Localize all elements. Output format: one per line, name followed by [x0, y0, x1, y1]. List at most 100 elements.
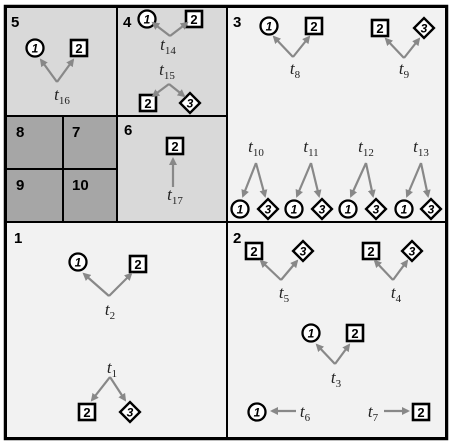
transition-label-t10: t10 — [248, 137, 264, 159]
node-2-r1: 2 — [128, 254, 148, 274]
outer-frame — [3, 4, 449, 441]
svg-text:2: 2 — [144, 96, 151, 111]
arrow-t12-a — [349, 162, 368, 198]
transition-label-t8: t8 — [290, 59, 301, 81]
region-9 — [5, 168, 64, 223]
region-7 — [62, 115, 118, 170]
arrow-t14-b — [169, 21, 189, 37]
svg-text:2: 2 — [250, 244, 257, 259]
svg-text:1: 1 — [345, 203, 352, 217]
svg-text:1: 1 — [254, 406, 261, 420]
arrow-t12-b — [364, 162, 376, 198]
arrow-t13-a — [405, 162, 423, 198]
svg-text:3: 3 — [373, 203, 380, 217]
region-label-10: 10 — [72, 177, 89, 194]
svg-text:3: 3 — [428, 203, 435, 217]
node-2-r2-mid: 2 — [345, 323, 365, 343]
arrow-t8-b — [292, 35, 311, 58]
arrow-t8-a — [272, 35, 294, 58]
arrow-t13-b — [419, 162, 431, 198]
arrow-t9-a — [384, 37, 405, 59]
region-label-7: 7 — [72, 124, 80, 141]
arrow-t4-b — [392, 259, 409, 281]
node-3-r1-bottom: 3 — [118, 400, 142, 424]
arrows-layer — [39, 21, 431, 415]
transition-label-t5: t5 — [279, 283, 290, 305]
arrow-t15-a — [151, 83, 170, 98]
svg-text:1: 1 — [291, 203, 298, 217]
node-2-r5: 2 — [69, 38, 89, 58]
node-2-r6: 2 — [165, 136, 185, 156]
transition-label-t2: t2 — [105, 300, 115, 322]
svg-text:2: 2 — [171, 139, 178, 154]
arrow-t10-a — [241, 162, 258, 198]
svg-text:1: 1 — [32, 42, 39, 56]
node-1-r2-mid: 1 — [301, 323, 321, 343]
transition-label-t13: t13 — [413, 137, 429, 159]
arrow-t3-a — [315, 343, 336, 365]
transition-label-t16: t16 — [54, 85, 70, 107]
transition-label-t1: t1 — [107, 358, 117, 380]
svg-text:1: 1 — [75, 256, 82, 270]
transition-label-t3: t3 — [331, 368, 342, 390]
transition-label-t17: t17 — [167, 185, 183, 207]
node-1-r3-pair3: 1 — [338, 199, 358, 219]
arrow-t14-a — [151, 21, 171, 37]
region-1 — [5, 221, 228, 439]
arrow-t2-b — [108, 272, 133, 297]
region-label-9: 9 — [16, 177, 24, 194]
svg-text:2: 2 — [376, 21, 383, 36]
arrow-t1-a — [90, 376, 111, 402]
node-2-r4-bottom: 2 — [138, 93, 158, 113]
region-label-5: 5 — [11, 14, 19, 31]
arrow-t11-b — [309, 162, 322, 198]
node-3-r4-bottom: 3 — [178, 91, 202, 115]
node-2-r1-bottom: 2 — [77, 402, 97, 422]
svg-text:3: 3 — [319, 203, 326, 217]
transition-label-t6: t6 — [300, 402, 311, 424]
region-label-8: 8 — [16, 124, 24, 141]
node-2-r3-right: 2 — [370, 18, 390, 38]
svg-text:2: 2 — [367, 244, 374, 259]
svg-text:3: 3 — [265, 203, 272, 217]
region-label-1: 1 — [14, 230, 22, 247]
arrow-t16-b — [56, 58, 75, 83]
svg-text:2: 2 — [310, 19, 317, 34]
arrow-t5-a — [259, 259, 282, 281]
transition-label-t15: t15 — [159, 60, 175, 82]
node-1-r3-pair4: 1 — [394, 199, 414, 219]
svg-text:2: 2 — [351, 326, 358, 341]
region-5 — [5, 6, 118, 117]
region-3 — [226, 6, 447, 223]
svg-text:2: 2 — [417, 405, 424, 420]
svg-text:1: 1 — [237, 203, 244, 217]
node-1-r3: 1 — [259, 16, 279, 36]
node-1-r3-pair2: 1 — [284, 199, 304, 219]
node-1-r5: 1 — [25, 38, 45, 58]
node-2-r2-bottom: 2 — [411, 402, 431, 422]
arrow-t5-b — [280, 259, 299, 281]
transition-label-t9: t9 — [399, 59, 410, 81]
node-3-r2-right: 3 — [400, 239, 424, 263]
arrow-t16-a — [39, 58, 58, 83]
region-label-6: 6 — [124, 122, 132, 139]
node-3-r2-left: 3 — [291, 239, 315, 263]
transition-label-t11: t11 — [303, 137, 318, 159]
arrow-t11-a — [295, 162, 313, 198]
region-8 — [5, 115, 64, 170]
svg-text:3: 3 — [300, 245, 307, 259]
transition-label-t7: t7 — [368, 402, 379, 424]
node-2-r2-left: 2 — [244, 241, 264, 261]
svg-text:1: 1 — [144, 13, 151, 27]
node-3-r3-right: 3 — [412, 16, 436, 40]
transition-label-t12: t12 — [358, 137, 374, 159]
node-1-r2-bottom: 1 — [247, 402, 267, 422]
arrow-t3-b — [334, 343, 351, 365]
svg-text:2: 2 — [75, 41, 82, 56]
node-1-r4: 1 — [137, 9, 157, 29]
region-4 — [116, 6, 228, 117]
svg-text:3: 3 — [127, 406, 134, 420]
